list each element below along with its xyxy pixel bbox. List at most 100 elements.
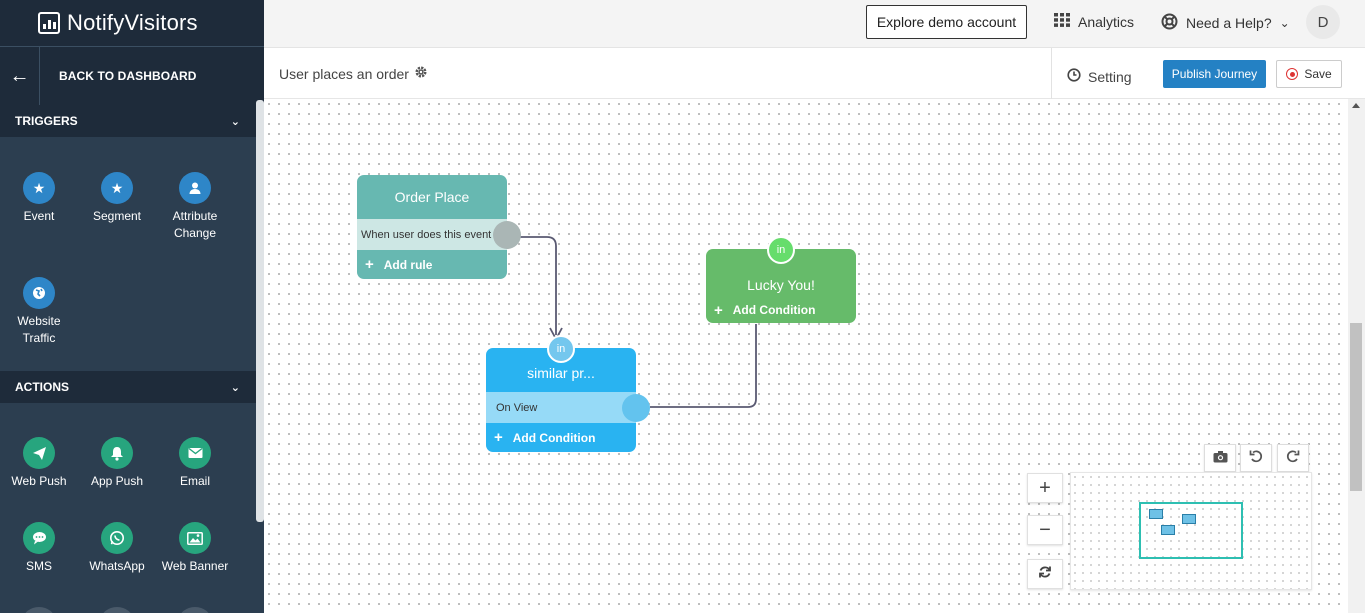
zoom-in-button[interactable]: +	[1027, 473, 1063, 503]
action-web-banner[interactable]: Web Banner	[156, 522, 234, 607]
node-condition-label: When user does this event	[361, 228, 492, 241]
brand-header: NotifyVisitors	[0, 0, 264, 47]
triggers-title: TRIGGERS	[15, 114, 78, 128]
add-condition-button[interactable]: + Add Condition	[486, 423, 636, 452]
input-port-badge[interactable]: in	[767, 236, 795, 264]
input-port-badge[interactable]: in	[547, 335, 575, 363]
journey-canvas[interactable]: Order Place When user does this event + …	[264, 99, 1348, 613]
trigger-attribute-change[interactable]: Attribute Change	[156, 172, 234, 277]
add-rule-button[interactable]: + Add rule	[357, 250, 507, 279]
user-icon	[179, 172, 211, 204]
action-email[interactable]: Email	[156, 437, 234, 522]
undo-button[interactable]	[1240, 444, 1272, 472]
minimap-node	[1182, 514, 1196, 524]
actions-grid: Web Push App Push Email SMS	[0, 403, 256, 613]
journey-title[interactable]: User places an order	[279, 65, 428, 82]
paper-plane-icon	[23, 437, 55, 469]
undo-icon	[1249, 449, 1263, 467]
redo-button[interactable]	[1277, 444, 1309, 472]
sidebar-scrollbar[interactable]	[256, 100, 264, 522]
action-icon	[101, 607, 133, 613]
star-icon: ★	[23, 172, 55, 204]
actions-section-header[interactable]: ACTIONS ⌄	[0, 371, 256, 403]
analytics-menu[interactable]: Analytics	[1054, 13, 1134, 30]
top-bar: Explore demo account Analytics Need a He…	[264, 0, 1365, 48]
whatsapp-icon	[101, 522, 133, 554]
node-title: Order Place	[394, 189, 470, 205]
minimap-node	[1161, 525, 1175, 535]
plus-icon: +	[365, 256, 374, 273]
journey-title-text: User places an order	[279, 65, 409, 82]
action-web-push[interactable]: Web Push	[0, 437, 78, 522]
setting-button[interactable]: Setting	[1067, 68, 1132, 85]
actions-title: ACTIONS	[15, 380, 69, 394]
chevron-down-icon[interactable]: ⌄	[230, 381, 240, 394]
action-more-1[interactable]	[0, 607, 78, 613]
record-icon	[1286, 68, 1299, 80]
action-app-push[interactable]: App Push	[78, 437, 156, 522]
back-arrow-icon[interactable]: ←	[0, 47, 40, 105]
node-order-place[interactable]: Order Place When user does this event + …	[357, 175, 521, 279]
trigger-segment[interactable]: ★ Segment	[78, 172, 156, 277]
minimap-viewport[interactable]	[1139, 502, 1243, 559]
clock-icon	[1067, 68, 1081, 85]
image-icon	[179, 522, 211, 554]
chevron-down-icon[interactable]: ⌄	[230, 115, 240, 128]
action-more-3[interactable]	[156, 607, 234, 613]
node-similar-products[interactable]: in similar pr... On View + Add Condition	[486, 335, 650, 452]
camera-icon	[1213, 450, 1228, 467]
connector-order-to-similar	[507, 236, 557, 335]
minimap[interactable]	[1070, 472, 1312, 590]
help-menu[interactable]: Need a Help? ⌄	[1161, 13, 1290, 33]
action-icon	[23, 607, 55, 613]
scroll-thumb[interactable]	[1350, 323, 1362, 491]
user-avatar[interactable]: D	[1306, 5, 1340, 39]
action-label: App Push	[90, 474, 144, 488]
output-port[interactable]	[622, 394, 650, 422]
toolbar-divider	[1051, 48, 1052, 99]
action-whatsapp[interactable]: WhatsApp	[78, 522, 156, 607]
trigger-label: Segment	[92, 209, 142, 223]
refresh-icon	[1038, 565, 1052, 583]
plus-icon: +	[494, 429, 503, 446]
gear-icon[interactable]	[414, 65, 428, 82]
back-to-dashboard-label[interactable]: BACK TO DASHBOARD	[59, 69, 197, 83]
add-condition-label: Add Condition	[512, 430, 596, 445]
trigger-website-traffic[interactable]: Website Traffic	[0, 277, 78, 371]
action-label: SMS	[25, 559, 52, 573]
bell-icon	[101, 437, 133, 469]
node-condition[interactable]: On View	[486, 392, 650, 423]
output-port[interactable]	[493, 221, 521, 249]
node-lucky-you[interactable]: in Lucky You! + Add Condition	[706, 236, 856, 323]
back-to-dashboard[interactable]: ← BACK TO DASHBOARD	[0, 47, 264, 105]
triggers-section-header[interactable]: TRIGGERS ⌄	[0, 105, 256, 137]
chevron-down-icon: ⌄	[1279, 16, 1290, 30]
add-condition-button[interactable]: + Add Condition	[706, 299, 856, 321]
explore-demo-button[interactable]: Explore demo account	[866, 5, 1027, 39]
refresh-view-button[interactable]	[1027, 559, 1063, 589]
envelope-icon	[179, 437, 211, 469]
analytics-label: Analytics	[1078, 13, 1135, 30]
journey-toolbar: User places an order Setting Publish Jou…	[264, 48, 1365, 99]
zoom-out-button[interactable]: −	[1027, 515, 1063, 545]
save-button[interactable]: Save	[1276, 60, 1342, 88]
node-condition-label: On View	[496, 401, 538, 414]
trigger-event[interactable]: ★ Event	[0, 172, 78, 277]
node-condition[interactable]: When user does this event	[357, 219, 521, 250]
globe-icon	[23, 277, 55, 309]
action-label: Email	[179, 474, 210, 488]
publish-journey-button[interactable]: Publish Journey	[1163, 60, 1266, 88]
grid-icon	[1054, 13, 1070, 30]
action-label: WhatsApp	[89, 559, 145, 573]
trigger-label: Event	[23, 209, 55, 223]
sidebar: NotifyVisitors ← BACK TO DASHBOARD TRIGG…	[0, 0, 264, 613]
star-icon: ★	[101, 172, 133, 204]
action-more-2[interactable]	[78, 607, 156, 613]
canvas-scrollbar[interactable]	[1348, 99, 1365, 613]
action-sms[interactable]: SMS	[0, 522, 78, 607]
screenshot-button[interactable]	[1204, 444, 1236, 472]
scroll-up-arrow-icon[interactable]	[1352, 103, 1360, 108]
add-condition-label: Add Condition	[732, 303, 816, 317]
brand-name: NotifyVisitors	[67, 10, 198, 35]
plus-icon: +	[714, 301, 723, 319]
